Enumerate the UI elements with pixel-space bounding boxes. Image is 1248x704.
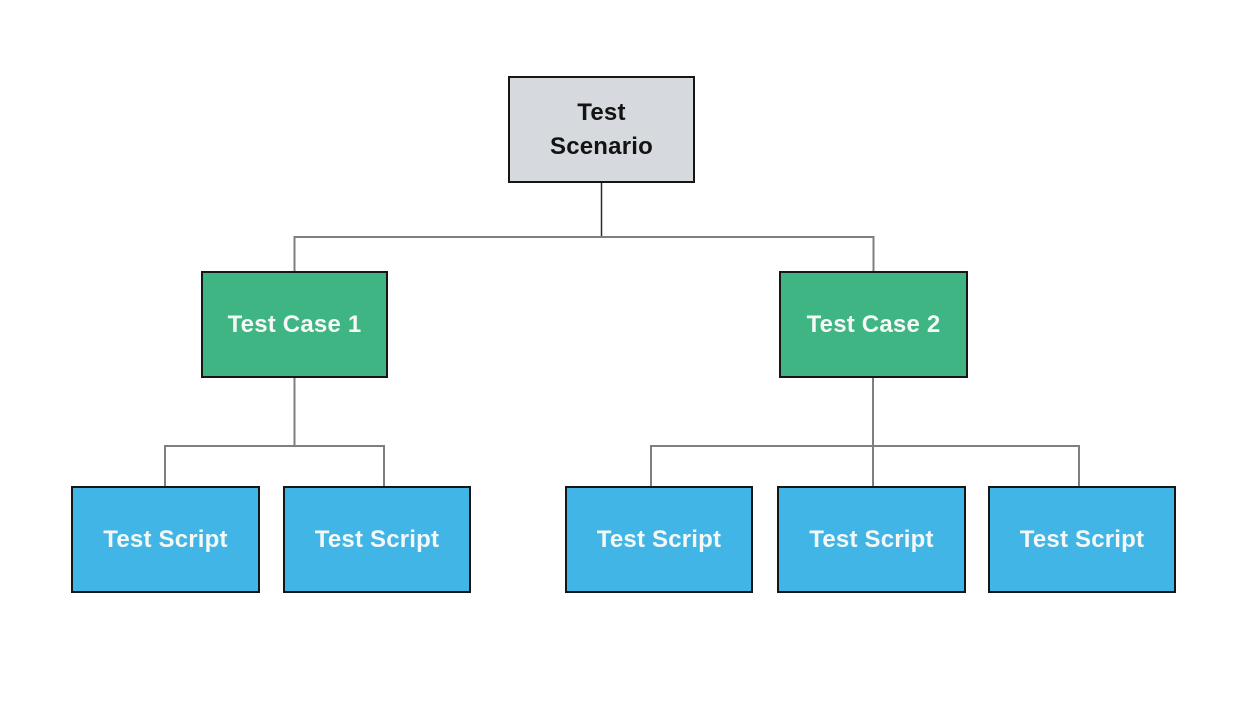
node-test-script-4: Test Script xyxy=(777,486,966,593)
node-label: Test Script xyxy=(596,525,722,553)
node-test-script-3: Test Script xyxy=(565,486,753,593)
node-label: Test Script xyxy=(809,525,934,553)
node-label: Test Script xyxy=(314,525,440,553)
node-label: Test Scenario xyxy=(550,98,653,160)
node-test-script-2: Test Script xyxy=(283,486,471,593)
node-test-case-2: Test Case 2 xyxy=(779,271,968,378)
node-test-case-1: Test Case 1 xyxy=(201,271,388,378)
node-test-scenario: Test Scenario xyxy=(508,76,695,183)
connector-case2-bracket xyxy=(650,445,1080,486)
node-test-script-1: Test Script xyxy=(71,486,260,593)
connector-case1-bracket xyxy=(164,445,385,486)
connector-level1-bracket xyxy=(293,236,875,271)
node-test-script-5: Test Script xyxy=(988,486,1176,593)
node-label: Test Case 2 xyxy=(806,310,941,338)
node-label: Test Script xyxy=(103,525,228,553)
node-label: Test Script xyxy=(1019,525,1145,553)
node-label: Test Case 1 xyxy=(227,310,362,338)
